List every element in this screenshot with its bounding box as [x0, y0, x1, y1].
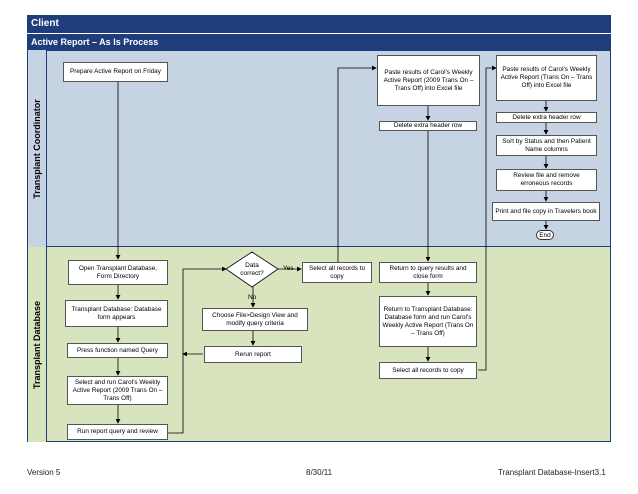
client-header: Client — [27, 15, 611, 33]
choose-design-view-box: Choose File>Design View and modify query… — [202, 308, 308, 331]
return-database-box: Return to Transplant Database: Database … — [379, 296, 477, 347]
delete-header-box-1: Delete extra header row — [379, 121, 477, 131]
return-query-results-box: Return to query results and close form — [379, 262, 477, 283]
paste-2009-box: Paste results of Carol’s Weekly Active R… — [377, 55, 480, 106]
print-file-box: Print and file copy in Travelers book — [492, 202, 600, 221]
database-form-box: Transplant Database: Database form appea… — [65, 300, 168, 327]
process-title: Active Report – As Is Process — [27, 33, 611, 50]
footer-version: Version 5 — [27, 468, 61, 477]
delete-header-box-2: Delete extra header row — [496, 112, 597, 123]
run-report-review-box: Run report query and review — [67, 424, 168, 440]
footer-date: 8/30/11 — [306, 468, 333, 477]
open-database-box: Open Transplant Database, Form Directory — [68, 260, 168, 285]
no-label: No — [248, 294, 257, 301]
select-all-records-box-1: Select all records to copy — [302, 262, 372, 283]
press-query-box: Press function named Query — [67, 343, 168, 358]
decision-diamond — [225, 251, 279, 288]
rerun-report-box: Rerun report — [204, 346, 302, 363]
sort-box: Sort by Status and then Patient Name col… — [496, 135, 597, 156]
decision-label: Data correct? — [240, 262, 264, 277]
select-all-records-box-2: Select all records to copy — [379, 362, 477, 379]
select-run-report-box: Select and run Carol’s Weekly Active Rep… — [67, 376, 168, 405]
review-file-box: Review file and remove erroneous records — [496, 169, 597, 191]
prepare-report-box: Prepare Active Report on Friday — [63, 62, 168, 82]
paste-trans-on-box: Paste results of Carol’s Weekly Active R… — [496, 55, 597, 101]
yes-label: Yes — [283, 265, 294, 272]
footer-document: Transplant Database-Insert3.1 — [498, 468, 606, 477]
end-terminator: End — [536, 230, 554, 240]
